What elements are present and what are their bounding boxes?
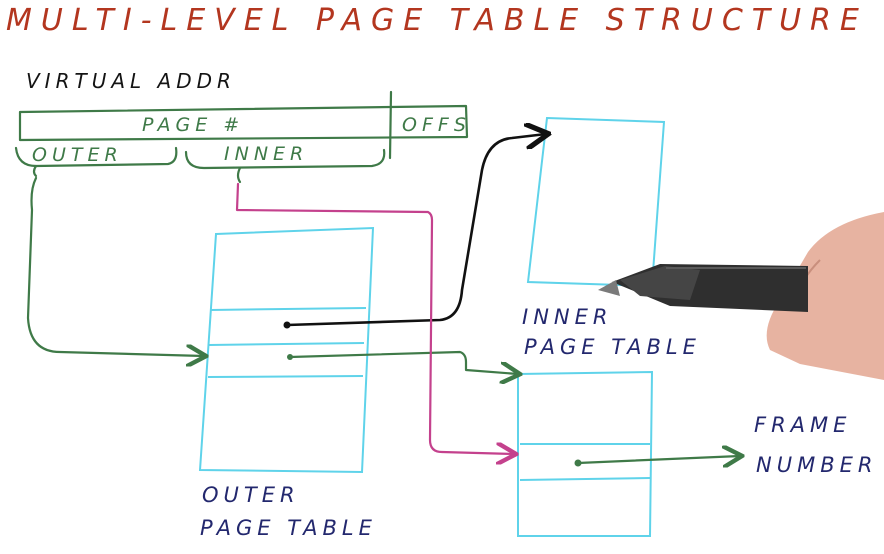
inner-field-brace: INNER — [184, 143, 386, 184]
offset-field: OFFS — [402, 114, 471, 136]
diagram-title: MULTI-LEVEL PAGE TABLE STRUCTURE — [6, 3, 868, 38]
outer-page-table — [198, 226, 375, 474]
outer-index-arrow — [26, 176, 204, 356]
outer-entry-pointer — [283, 134, 547, 329]
inner-page-table-top — [526, 116, 666, 288]
outer-field-brace: OUTER — [14, 144, 178, 178]
inner-table-label-line2: PAGE TABLE — [524, 335, 701, 359]
outer-table-label-line1: OUTER — [202, 483, 300, 507]
inner-field-label: INNER — [224, 143, 308, 165]
pen-and-hand — [598, 212, 884, 380]
inner-entry-pointer — [574, 456, 741, 467]
inner-index-arrow — [235, 182, 514, 454]
page-number-field: PAGE # — [142, 114, 244, 136]
virtual-addr-label: VIRTUAL ADDR — [26, 69, 236, 93]
outer-table-label-line2: PAGE TABLE — [200, 516, 377, 540]
outer-field-label: OUTER — [32, 144, 123, 166]
inner-table-label-line1: INNER — [522, 305, 612, 329]
frame-number-label-line2: NUMBER — [756, 453, 877, 477]
inner-page-table-bottom — [517, 370, 654, 537]
frame-number-label-line1: FRAME — [754, 413, 851, 437]
outer-entry-pointer-2 — [287, 350, 518, 374]
virtual-address-bar: PAGE # OFFS — [18, 90, 471, 160]
